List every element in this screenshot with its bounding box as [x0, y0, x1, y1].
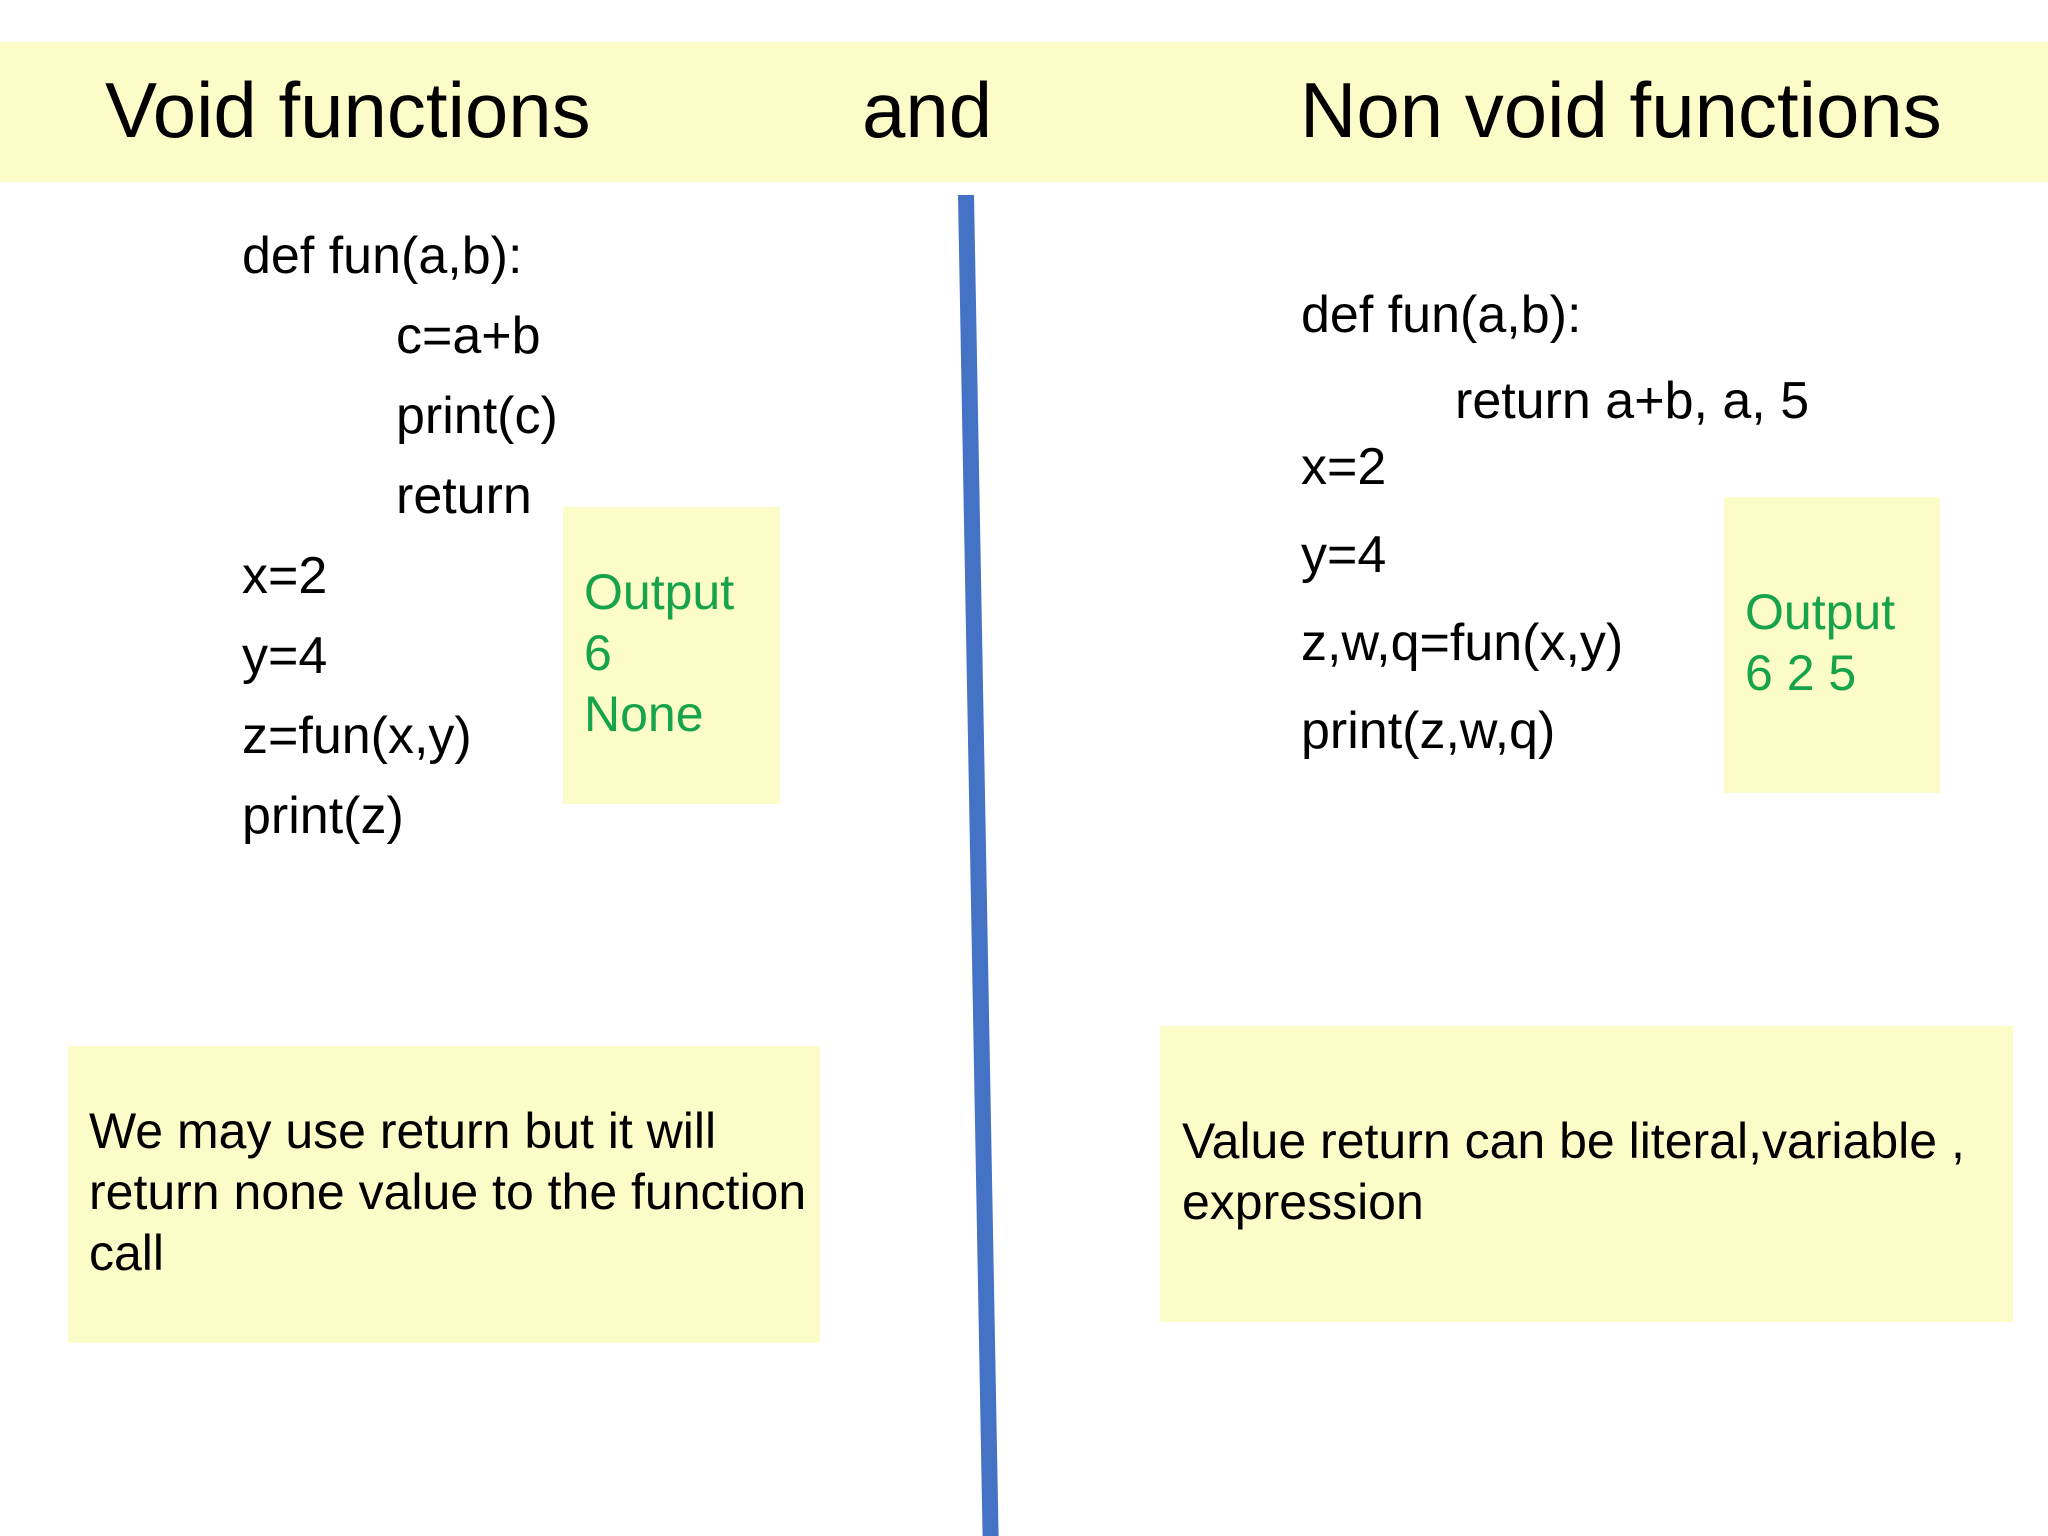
- void-output-box: [563, 507, 780, 804]
- code-line: z=fun(x,y): [242, 707, 472, 765]
- output-value: 6: [584, 625, 612, 681]
- code-line: def fun(a,b):: [1301, 286, 1582, 344]
- void-note-text: We may use return but it will return non…: [89, 1103, 807, 1281]
- code-line: print(z): [242, 787, 404, 845]
- code-line: z,w,q=fun(x,y): [1301, 614, 1624, 672]
- code-line: y=4: [1301, 526, 1387, 584]
- code-line: x=2: [1301, 438, 1387, 496]
- code-line: print(z,w,q): [1301, 702, 1556, 760]
- output-label: Output: [1745, 584, 1896, 640]
- code-line: y=4: [242, 627, 328, 685]
- title-non-void-functions: Non void functions: [1300, 66, 1942, 154]
- output-value: None: [584, 686, 704, 742]
- vertical-divider: [958, 195, 999, 1536]
- title-band: [0, 42, 2048, 182]
- code-line: c=a+b: [396, 307, 541, 365]
- title-and: and: [862, 66, 993, 154]
- output-label: Output: [584, 564, 735, 620]
- code-line: return: [396, 467, 532, 525]
- code-line: def fun(a,b):: [242, 227, 523, 285]
- code-line: x=2: [242, 547, 328, 605]
- title-void-functions: Void functions: [105, 66, 591, 154]
- nonvoid-output-box: [1724, 497, 1940, 793]
- void-note-box: [68, 1046, 820, 1343]
- output-value: 6 2 5: [1745, 645, 1857, 701]
- code-line: print(c): [396, 387, 558, 445]
- nonvoid-note-text: Value return can be literal,variable , e…: [1182, 1113, 1965, 1230]
- nonvoid-note-box: [1160, 1026, 2013, 1322]
- code-line: return a+b, a, 5: [1455, 372, 1810, 430]
